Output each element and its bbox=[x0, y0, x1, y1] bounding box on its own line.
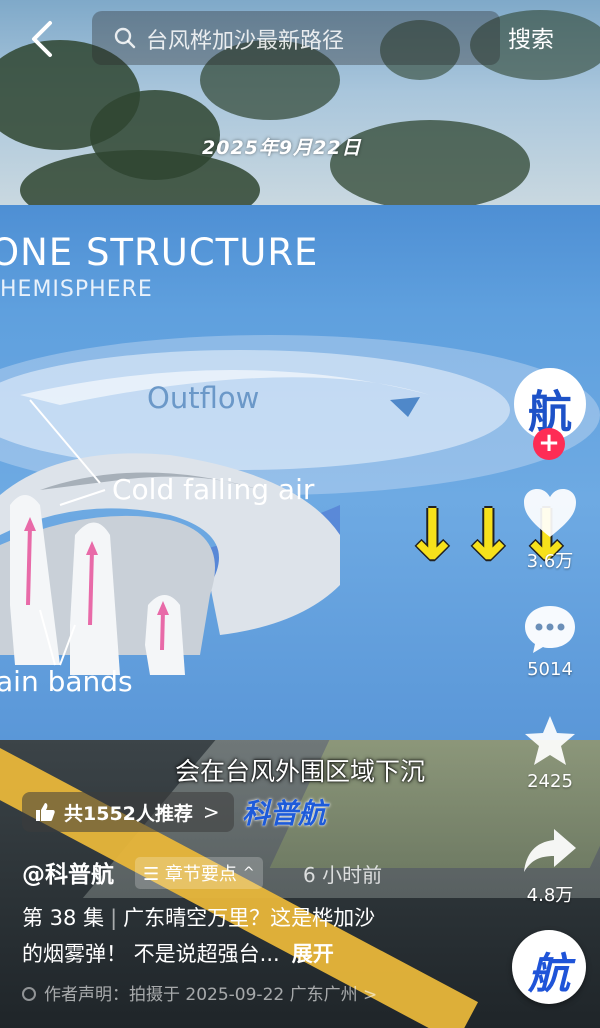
outflow-label: Outflow bbox=[147, 381, 260, 415]
chapter-label: ☰ 章节要点 bbox=[143, 864, 237, 885]
like-count: 3.6万 bbox=[526, 551, 574, 572]
floating-app-button[interactable]: 航 bbox=[512, 930, 586, 1004]
chevron-up-icon: ^ bbox=[242, 865, 255, 881]
comment-count: 5014 bbox=[527, 659, 573, 680]
video-background-sky bbox=[0, 0, 600, 205]
chevron-left-icon bbox=[32, 21, 52, 57]
separator: | bbox=[110, 906, 118, 930]
rain-bands-label: ain bands bbox=[0, 665, 133, 698]
video-background-road bbox=[0, 738, 600, 1028]
video-date-stamp: 2025年9月22日 bbox=[202, 137, 362, 159]
like-heart-icon[interactable] bbox=[522, 487, 578, 539]
infographic-panel: ONE STRUCTURE HEMISPHERE Outflow Cold fa… bbox=[0, 205, 600, 740]
description-text-2: 的烟雾弹！ 不是说超强台... bbox=[22, 942, 280, 966]
author-name[interactable]: @科普航 bbox=[22, 862, 114, 888]
author-disclaimer[interactable]: 作者声明：拍摄于 2025-09-22 广东广州 > bbox=[22, 980, 377, 1005]
search-button[interactable]: 搜索 bbox=[508, 27, 554, 53]
down-arrow-icon: ↓ bbox=[459, 494, 518, 576]
search-query: 台风桦加沙最新路径 bbox=[146, 29, 345, 54]
top-bar: 台风桦加沙最新路径 搜索 bbox=[0, 0, 600, 80]
brand-watermark: 科普航 bbox=[242, 797, 327, 830]
comment-icon[interactable] bbox=[522, 603, 578, 655]
video-caption: 会在台风外围区域下沉 bbox=[174, 757, 425, 786]
search-icon bbox=[114, 27, 136, 49]
chevron-right-icon: > bbox=[202, 800, 220, 824]
chapter-highlights-button[interactable]: ☰ 章节要点 ^ bbox=[135, 857, 263, 889]
cyclone-diagram bbox=[0, 335, 600, 675]
panel-subtitle: HEMISPHERE bbox=[0, 277, 153, 302]
favorite-count: 2425 bbox=[527, 771, 573, 792]
share-arrow-icon[interactable] bbox=[522, 826, 578, 874]
float-app-glyph: 航 bbox=[527, 949, 570, 998]
back-button[interactable] bbox=[28, 20, 58, 58]
favorite-star-icon[interactable] bbox=[522, 714, 578, 768]
info-icon bbox=[22, 987, 36, 1001]
follow-button[interactable]: + bbox=[533, 428, 565, 460]
thumbs-up-icon bbox=[36, 803, 55, 821]
description-text-1: 广东晴空万里？这是桦加沙 bbox=[123, 906, 376, 930]
post-time: 6 小时前 bbox=[303, 863, 383, 887]
recommend-count: 共1552人推荐 bbox=[64, 802, 193, 825]
recommend-pill[interactable]: 共1552人推荐 > bbox=[22, 792, 234, 832]
panel-title: ONE STRUCTURE bbox=[0, 231, 319, 274]
description-line-2: 的烟雾弹！ 不是说超强台... 展开 bbox=[22, 938, 334, 968]
expand-button[interactable]: 展开 bbox=[291, 942, 334, 966]
disclaimer-text: 作者声明：拍摄于 2025-09-22 广东广州 > bbox=[44, 985, 378, 1005]
search-input[interactable]: 台风桦加沙最新路径 bbox=[92, 11, 500, 65]
description-line-1: 第 38 集|广东晴空万里？这是桦加沙 bbox=[22, 902, 375, 932]
share-count: 4.8万 bbox=[526, 885, 574, 906]
down-arrow-icon: ↓ bbox=[403, 494, 462, 576]
episode-number[interactable]: 第 38 集 bbox=[22, 906, 105, 930]
cold-falling-air-label: Cold falling air bbox=[112, 473, 315, 506]
